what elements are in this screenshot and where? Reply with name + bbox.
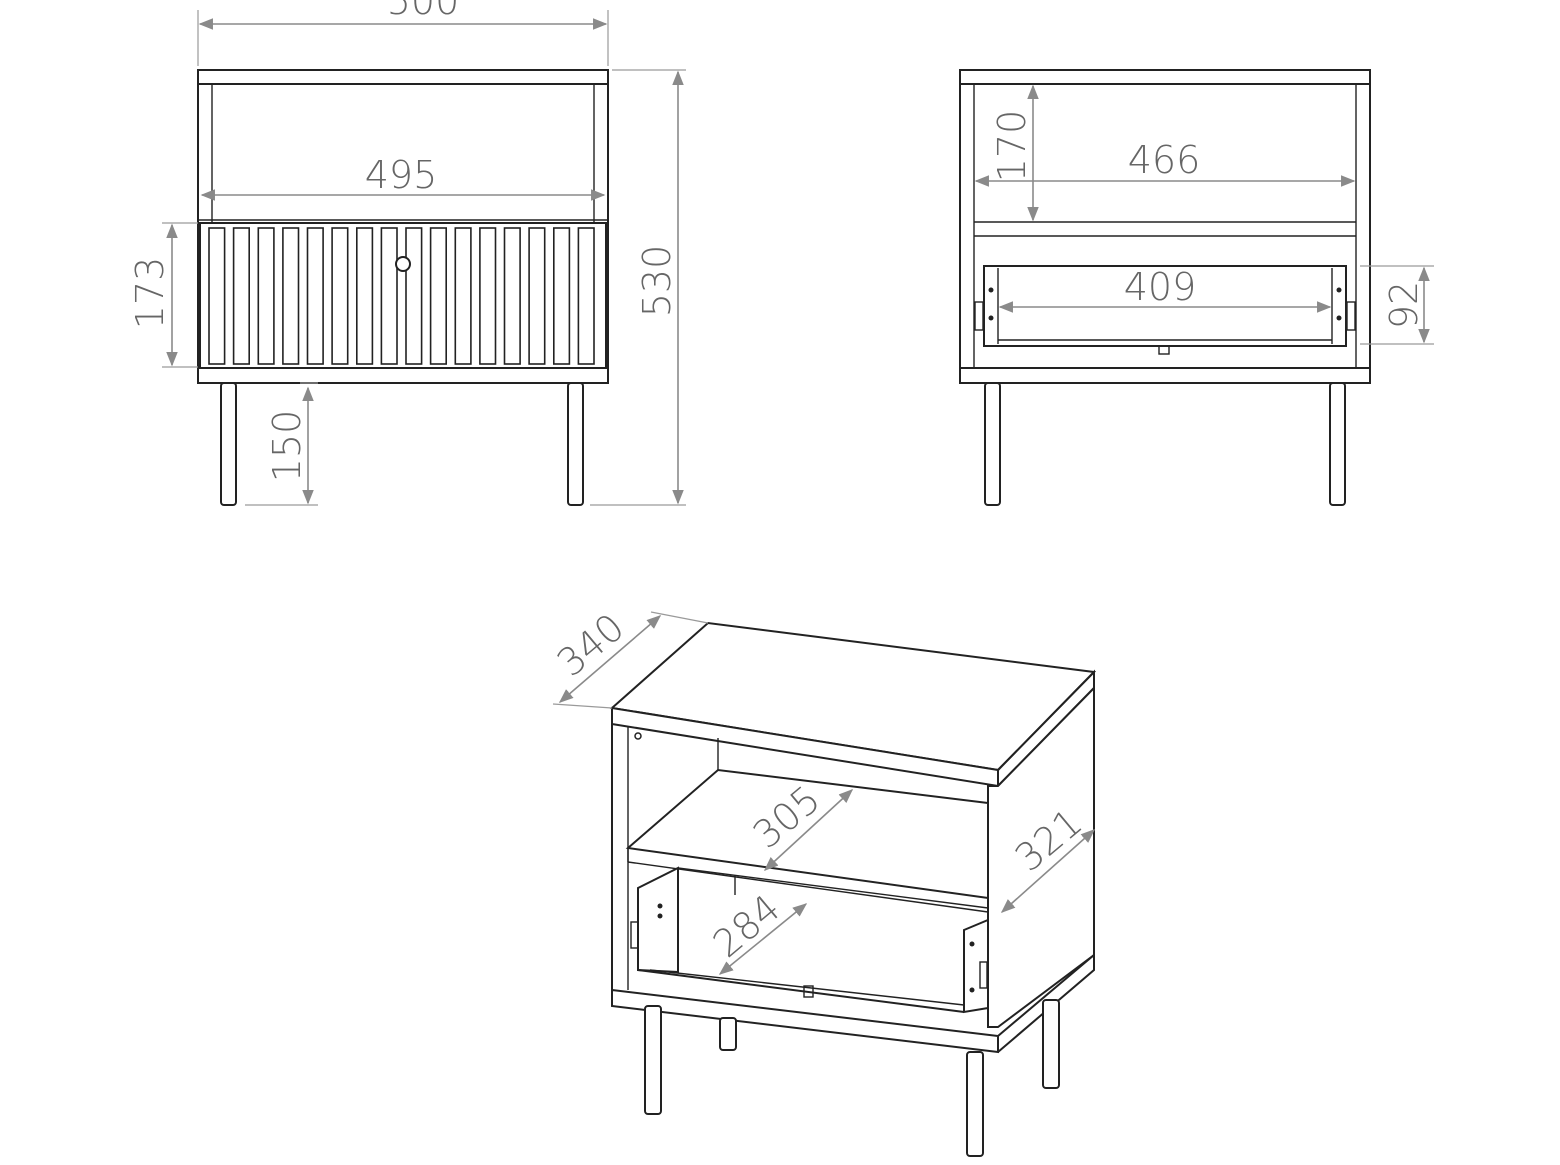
persp-drawer-left <box>637 866 679 974</box>
drawer-slat <box>380 227 398 365</box>
drawer-slat <box>208 227 226 365</box>
persp-leg-front-left <box>644 1005 662 1115</box>
dim-width-total: 500 <box>387 0 460 23</box>
front-plinth <box>197 367 609 384</box>
drawer-slat <box>306 227 324 365</box>
persp-runner-left-icon <box>630 921 639 949</box>
drawer-slat <box>405 227 423 365</box>
latch-icon <box>1158 345 1170 355</box>
drawer-slat <box>257 227 275 365</box>
dim-height-legs: 150 <box>265 410 309 483</box>
front-leg-right <box>567 382 584 506</box>
drawer-slat <box>355 227 374 365</box>
dim-height-drawer-box: 92 <box>1382 281 1426 329</box>
persp-leg-front-right <box>966 1051 984 1157</box>
open-plinth <box>959 367 1371 384</box>
open-top-board <box>959 69 1371 85</box>
persp-leg-back-right <box>1042 999 1060 1089</box>
drawer-slat <box>528 227 546 365</box>
persp-plinth <box>611 988 999 1054</box>
persp-drawer-right <box>963 918 989 1014</box>
dim-height-niche: 170 <box>990 110 1034 183</box>
dim-width-inner: 495 <box>365 153 438 197</box>
drawer-slat <box>282 227 300 365</box>
drawer-slat <box>552 227 571 365</box>
knob-icon <box>395 256 411 272</box>
dim-width-niche: 466 <box>1128 138 1201 182</box>
drawer-slat <box>454 227 472 365</box>
drawer-slat <box>479 227 497 365</box>
dim-height-drawer: 173 <box>128 257 172 330</box>
open-leg-left <box>984 382 1001 506</box>
dim-depth-drawer: 284 <box>705 886 789 966</box>
drawer-slat <box>429 227 448 365</box>
dim-height-total: 530 <box>635 245 679 318</box>
perspective-view: 340 305 321 284 <box>549 605 1097 1157</box>
dim-width-drawer: 409 <box>1124 265 1197 309</box>
drawer-slats <box>208 227 595 365</box>
drawer-slat <box>232 227 251 365</box>
open-leg-right <box>1329 382 1346 506</box>
runner-left-icon <box>974 301 984 331</box>
front-leg-left <box>220 382 237 506</box>
front-view: 500 495 173 150 530 <box>128 0 686 506</box>
persp-leg-back-left <box>719 1017 737 1051</box>
front-open-view: 170 466 409 92 <box>959 69 1434 506</box>
dim-depth-total: 340 <box>549 605 633 685</box>
drawer-slat <box>503 227 521 365</box>
front-top-board <box>197 69 609 85</box>
drawer-slat <box>331 227 349 365</box>
persp-runner-right-icon <box>979 961 988 989</box>
runner-right-icon <box>1346 301 1356 331</box>
persp-latch-icon <box>803 985 814 998</box>
drawer-slat <box>577 227 595 365</box>
